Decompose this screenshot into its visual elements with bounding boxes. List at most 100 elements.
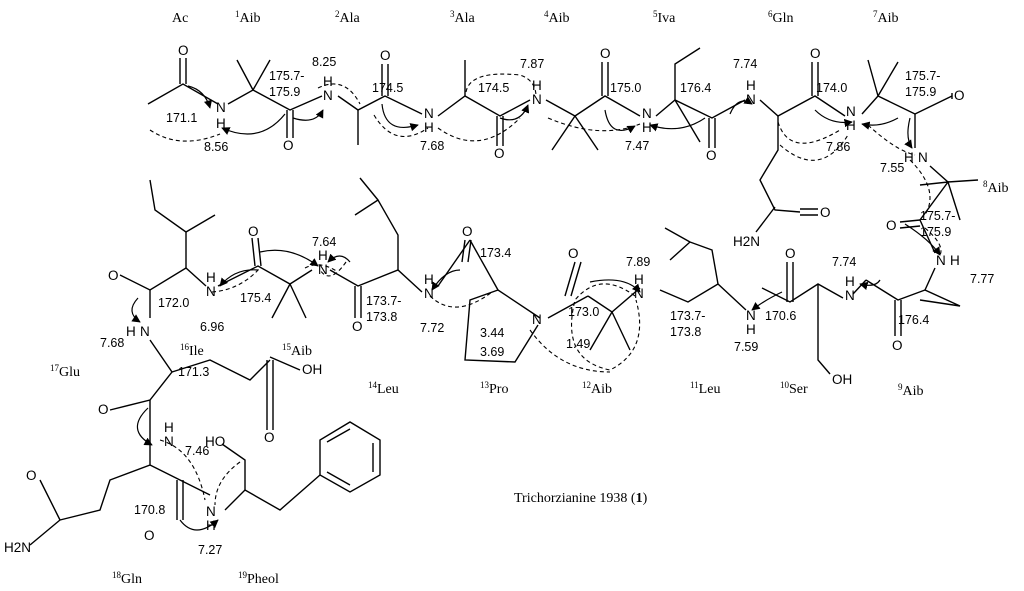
shift-ala2-co: 174.5 xyxy=(372,81,403,95)
shift-gln18-co: 170.8 xyxy=(134,503,165,517)
atom-n: N xyxy=(846,104,856,119)
residue-label-leu14: 14Leu xyxy=(368,380,399,397)
shift-h-pro13-nh: 7.72 xyxy=(420,321,444,335)
atom-h: H xyxy=(318,248,328,263)
residue-label-aib7: 7Aib xyxy=(873,9,899,26)
shift-aib7-co-b: 175.9 xyxy=(905,85,936,99)
atom-o: O xyxy=(98,402,109,417)
carbonyl-shift-labels: 171.1 175.7- 175.9 174.5 174.5 175.0 176… xyxy=(134,69,955,517)
atom-labels: O N H O N H O N H O N H O N H O N H O N … xyxy=(4,43,965,555)
residue-label-aib15: 15Aib xyxy=(282,342,312,359)
atom-h: H xyxy=(532,78,542,93)
atom-n: N xyxy=(424,286,434,301)
atom-o: O xyxy=(785,246,796,261)
atom-n: N xyxy=(845,288,855,303)
compound-caption: Trichorzianine 1938 (1) xyxy=(514,491,648,506)
shift-ile16-co: 172.0 xyxy=(158,296,189,310)
residue-label-ala3: 3Ala xyxy=(450,9,476,26)
shift-h-aib15-nh: 6.96 xyxy=(200,320,224,334)
shift-iva5-co: 176.4 xyxy=(680,81,711,95)
atom-n: N xyxy=(936,253,946,268)
shift-h-aib8-nh: 7.55 xyxy=(880,161,904,175)
bond-skeleton xyxy=(29,47,979,546)
atom-h: H xyxy=(845,274,855,289)
shift-aib15-co: 175.4 xyxy=(240,291,271,305)
atom-o: O xyxy=(264,430,275,445)
shift-aib7-co-a: 175.7- xyxy=(905,69,940,83)
shift-leu14-co-a: 173.7- xyxy=(366,294,401,308)
atom-n: N xyxy=(216,100,226,115)
hmbc-correlations xyxy=(131,85,941,531)
atom-h: H xyxy=(206,270,216,285)
shift-aib12-co: 173.0 xyxy=(568,305,599,319)
residue-label-ala2: 2Ala xyxy=(335,9,361,26)
atom-n: N xyxy=(318,262,328,277)
shift-h-leu11-nh: 7.59 xyxy=(734,340,758,354)
shift-ac-co: 171.1 xyxy=(166,111,197,125)
atom-o: O xyxy=(954,88,965,103)
residue-label-ac: Ac xyxy=(172,11,188,26)
atom-h: H xyxy=(323,74,333,89)
shift-gln6-co: 174.0 xyxy=(816,81,847,95)
atom-o: O xyxy=(380,48,391,63)
atom-n: N xyxy=(140,324,150,339)
atom-o: O xyxy=(108,268,119,283)
residue-label-iva5: 5Iva xyxy=(653,9,676,26)
proton-shift-labels: 8.25 8.56 7.68 7.87 7.47 7.74 7.86 7.55 … xyxy=(100,55,994,557)
atom-n: N xyxy=(424,106,434,121)
residue-label-pro13: 13Pro xyxy=(480,380,508,397)
shift-h-aib7-nh: 7.86 xyxy=(826,140,850,154)
atom-h: H xyxy=(642,120,652,135)
atom-o: O xyxy=(494,146,505,161)
atom-h: H xyxy=(126,324,136,339)
shift-h-ala3-nh: 7.68 xyxy=(420,139,444,153)
atom-n: N xyxy=(746,92,756,107)
atom-n: N xyxy=(746,308,756,323)
shift-h-aib12-me: 1.49 xyxy=(566,337,590,351)
residue-label-aib9: 9Aib xyxy=(898,382,924,399)
atom-h: H xyxy=(216,116,226,131)
atom-o: O xyxy=(178,43,189,58)
shift-h-ala2-nh: 8.25 xyxy=(312,55,336,69)
atom-o: O xyxy=(820,205,831,220)
atom-n: N xyxy=(206,504,216,519)
shift-h-aib1-nh: 8.56 xyxy=(204,140,228,154)
shift-leu14-co-b: 173.8 xyxy=(366,310,397,324)
atom-h: H xyxy=(846,118,856,133)
atom-n: N xyxy=(918,150,928,165)
shift-leu11-co-b: 173.8 xyxy=(670,325,701,339)
shift-h-aib4-nh: 7.87 xyxy=(520,57,544,71)
residue-label-leu11: 11Leu xyxy=(690,380,720,397)
shift-h-ser10-nh: 7.74 xyxy=(832,255,856,269)
shift-aib8-co-a: 175.7- xyxy=(920,209,955,223)
residue-label-glu17: 17Glu xyxy=(50,363,80,380)
residue-label-gln18: 18Gln xyxy=(112,570,142,587)
atom-n: N xyxy=(634,286,644,301)
shift-pro13-co: 173.4 xyxy=(480,246,511,260)
shift-h-pro13-a: 3.44 xyxy=(480,326,504,340)
atom-o: O xyxy=(568,246,579,261)
atom-o: O xyxy=(706,148,717,163)
atom-h: H xyxy=(746,78,756,93)
atom-n: N xyxy=(164,434,174,449)
shift-h-iva5-nh: 7.47 xyxy=(625,139,649,153)
atom-o: O xyxy=(26,468,37,483)
atom-h2n: H2N xyxy=(4,540,31,555)
atom-h: H xyxy=(904,150,914,165)
residue-label-pheol19: 19Pheol xyxy=(238,570,279,587)
atom-o: O xyxy=(810,46,821,61)
atom-h: H xyxy=(164,420,174,435)
shift-h-aib9-nh: 7.77 xyxy=(970,272,994,286)
atom-h: H xyxy=(206,518,216,533)
shift-leu11-co-a: 173.7- xyxy=(670,309,705,323)
atom-oh: OH xyxy=(832,372,852,387)
atom-o: O xyxy=(892,338,903,353)
shift-h-glu17-nh: 7.68 xyxy=(100,336,124,350)
atom-h: H xyxy=(424,120,434,135)
shift-h-gln6-nh: 7.74 xyxy=(733,57,757,71)
noe-correlations xyxy=(149,73,942,506)
atom-h: H xyxy=(950,253,960,268)
residue-label-gln6: 6Gln xyxy=(768,9,794,26)
residue-label-ile16: 16Ile xyxy=(180,342,204,359)
